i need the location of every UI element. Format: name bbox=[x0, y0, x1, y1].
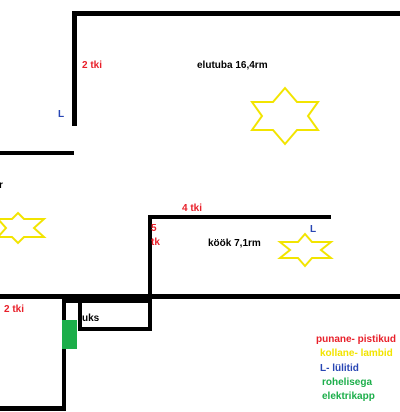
electrical-cabinet-green-rectangle-icon bbox=[62, 320, 77, 349]
legend-cabinet-line1: rohelisega bbox=[322, 377, 372, 388]
wall-bottom bbox=[0, 406, 66, 411]
outlet-label-living-room: 2 tki bbox=[82, 60, 102, 71]
outlet-label-kitchen-left-unit: tk bbox=[151, 237, 160, 248]
living-room-label: elutuba 16,4rm bbox=[197, 60, 268, 71]
legend-switches: L- lülitid bbox=[320, 363, 359, 374]
wall-main-horizontal bbox=[0, 294, 400, 299]
walls bbox=[0, 11, 400, 411]
wall-living-left-vertical bbox=[72, 11, 77, 126]
wall-top bbox=[74, 11, 400, 16]
legend-outlets: punane- pistikud bbox=[316, 334, 396, 345]
wall-door-frame-bottom bbox=[78, 327, 152, 331]
legend-cabinet-line2: elektrikapp bbox=[322, 391, 375, 402]
lamp-star-icon-living-room bbox=[250, 86, 320, 146]
switch-label-kitchen: L bbox=[310, 224, 316, 235]
kitchen-label: köök 7,1rm bbox=[208, 238, 261, 249]
wall-kitchen-left bbox=[148, 215, 152, 331]
door-label: uks bbox=[82, 313, 100, 324]
wall-left-horizontal bbox=[0, 151, 74, 155]
wall-door-frame-left bbox=[62, 299, 66, 410]
outlet-label-kitchen-left-digit: 5 bbox=[151, 223, 157, 234]
outlet-label-bottom-left: 2 tki bbox=[4, 304, 24, 315]
legend-lamps: kollane- lambid bbox=[320, 348, 393, 359]
legend: punane- pistikud kollane- lambid L- lüli… bbox=[316, 334, 396, 402]
switch-label-living-room: L bbox=[58, 109, 64, 120]
outlet-label-kitchen-top: 4 tki bbox=[182, 203, 202, 214]
wall-kitchen-top bbox=[148, 215, 331, 219]
lamp-star-icon-kitchen bbox=[277, 232, 334, 268]
wall-door-frame-top bbox=[62, 299, 152, 303]
left-room-label-fragment: r bbox=[0, 180, 3, 191]
wall-door-frame-right bbox=[78, 299, 82, 331]
lamp-star-icon-left-room bbox=[0, 211, 47, 245]
